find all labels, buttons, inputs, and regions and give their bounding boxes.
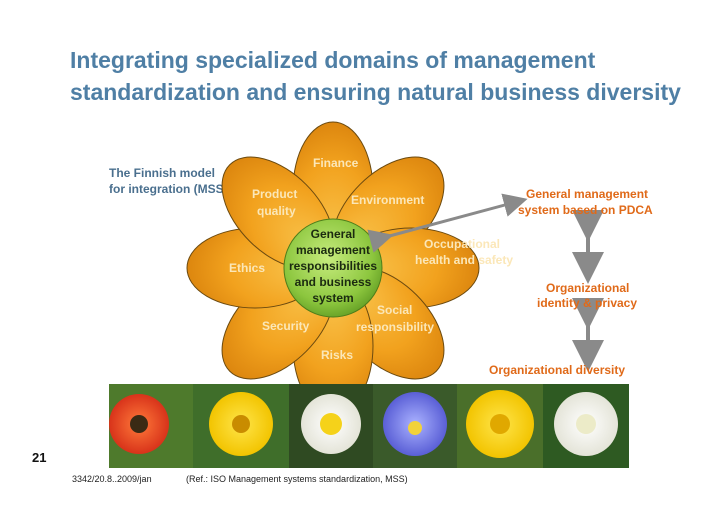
dandelion-photo [457,384,543,468]
label-occupational-line-2: health and safety [415,253,514,267]
label-security: Security [262,319,310,333]
pdca-label-line-1: General management [526,187,649,201]
footer-code: 3342/20.8..2009/jan [72,474,152,484]
center-line-5: system [312,291,354,305]
pdca-label-line-2: system based on PDCA [518,203,653,217]
identity-label-line-2: identity & privacy [537,296,638,310]
center-line-2: management [295,243,371,257]
center-line-4: and business [294,275,372,289]
label-risks: Risks [321,348,354,362]
flower-photo-strip [109,384,629,468]
center-line-1: General [310,227,356,241]
daffodil-photo [289,384,373,468]
identity-label-line-1: Organizational [546,281,630,295]
diversity-label: Organizational diversity [489,363,626,377]
model-label-line-1: The Finnish model [109,166,216,180]
label-occupational-line-1: Occupational [424,237,501,251]
label-social-line-1: Social [377,303,413,317]
poppy-photo [109,384,193,468]
label-finance: Finance [313,156,359,170]
footer-reference: (Ref.: ISO Management systems standardiz… [186,474,408,484]
yellow-daisy-photo [193,384,289,468]
model-label-line-2: for integration (MSS) [109,182,228,196]
flower-center [283,218,383,318]
white-rose-photo [543,384,629,468]
label-product-line-1: Product [252,187,298,201]
center-line-3: responsibilities [288,259,378,273]
arrow-center-to-pdca [367,193,528,253]
title-line-2: standardization and ensuring natural bus… [70,79,681,105]
center-label: General management responsibilities and … [278,226,388,306]
slide-title: Integrating specialized domains of manag… [70,44,710,108]
label-product-line-2: quality [257,204,296,218]
pansy-photo [373,384,457,468]
label-environment: Environment [351,193,425,207]
label-ethics: Ethics [229,261,266,275]
title-line-1: Integrating specialized domains of manag… [70,47,596,73]
page-number: 21 [32,450,47,465]
label-social-line-2: responsibility [356,320,435,334]
